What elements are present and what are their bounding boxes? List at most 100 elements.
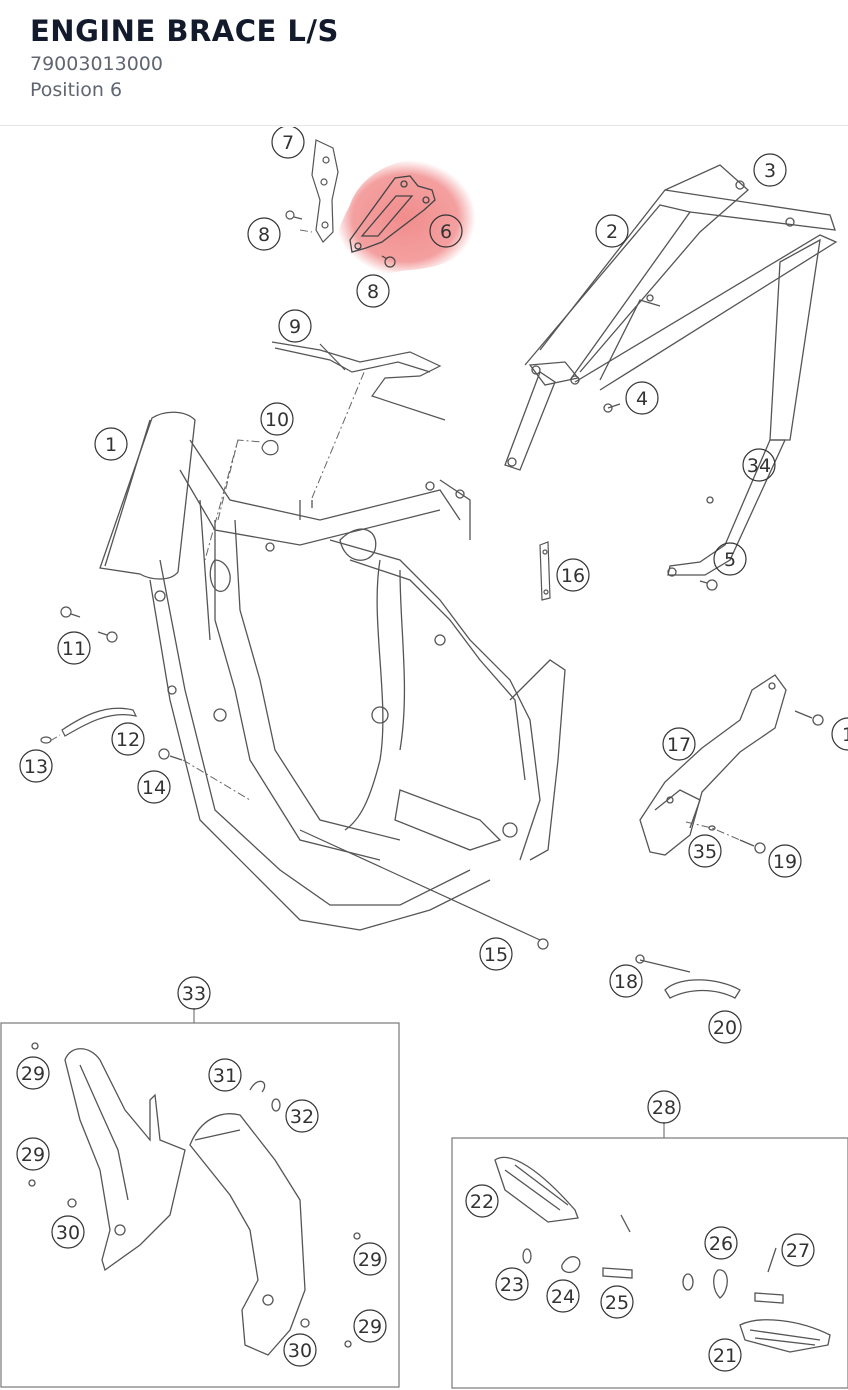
callout-28[interactable]: 28 [647,1090,681,1124]
exploded-parts-diagram: 1 2 3 4 5 6 7 8 8 9 10 11 12 13 14 15 16… [0,127,848,1389]
kit-box-28 [451,1137,848,1389]
callout-30[interactable]: 30 [283,1333,317,1367]
callout-29[interactable]: 29 [353,1242,387,1276]
part-7-bracket[interactable] [311,139,339,243]
position-label: Position 6 [30,79,123,101]
svg-text:32: 32 [290,1106,314,1128]
part-15-bolt[interactable] [299,829,549,950]
callout-11[interactable]: 11 [57,631,91,665]
svg-text:10: 10 [265,409,289,431]
svg-text:8: 8 [258,224,270,246]
callout-3[interactable]: 3 [753,153,787,187]
part-34-support[interactable] [667,439,787,591]
part-11-bolts[interactable] [60,606,118,643]
callout-22[interactable]: 22 [465,1184,499,1218]
callout-34[interactable]: 34 [742,448,776,482]
header: ENGINE BRACE L/S 79003013000 Position 6 [0,0,848,126]
svg-text:7: 7 [282,132,294,154]
svg-text:24: 24 [551,1286,575,1308]
callout-18[interactable]: 18 [831,717,848,751]
svg-text:35: 35 [693,841,717,863]
svg-text:4: 4 [636,388,648,410]
callout-31[interactable]: 31 [208,1058,242,1092]
callout-29[interactable]: 29 [16,1137,50,1171]
svg-text:3: 3 [764,160,776,182]
svg-text:33: 33 [182,983,206,1005]
callout-12[interactable]: 12 [111,722,145,756]
callout-15[interactable]: 15 [479,937,513,971]
callout-14[interactable]: 14 [137,770,171,804]
callout-29[interactable]: 29 [353,1309,387,1343]
svg-text:6: 6 [440,221,452,243]
callout-35[interactable]: 35 [688,834,722,868]
callout-21[interactable]: 21 [708,1338,742,1372]
callout-18[interactable]: 18 [609,964,643,998]
callout-25[interactable]: 25 [600,1285,634,1319]
part-20-slider[interactable] [635,954,741,999]
svg-text:28: 28 [652,1097,676,1119]
callout-23[interactable]: 23 [495,1267,529,1301]
svg-text:20: 20 [713,1017,737,1039]
callout-33[interactable]: 33 [177,976,211,1010]
callout-29[interactable]: 29 [16,1056,50,1090]
callout-10[interactable]: 10 [260,402,294,436]
svg-text:14: 14 [142,777,166,799]
part-12-hose[interactable] [61,707,138,737]
callout-19[interactable]: 19 [768,844,802,878]
bolt[interactable] [381,255,396,268]
part-6-engine-brace[interactable] [349,175,436,253]
callout-16[interactable]: 16 [556,558,590,592]
svg-text:30: 30 [288,1340,312,1362]
svg-text:18: 18 [614,971,638,993]
svg-text:8: 8 [367,281,379,303]
callout-8[interactable]: 8 [247,217,281,251]
svg-text:29: 29 [21,1063,45,1085]
callout-32[interactable]: 32 [285,1099,319,1133]
callout-7[interactable]: 7 [271,127,305,159]
part-33-frame-protectors[interactable] [28,1042,361,1356]
svg-text:29: 29 [358,1316,382,1338]
part-1-main-frame[interactable] [99,411,566,931]
svg-text:25: 25 [605,1292,629,1314]
bolt[interactable] [285,210,303,220]
svg-text:29: 29 [358,1249,382,1271]
callout-6[interactable]: 6 [429,214,463,248]
part-10-clip[interactable] [261,439,279,456]
callout-8[interactable]: 8 [356,274,390,308]
callout-1[interactable]: 1 [94,427,128,461]
part-16-bracket[interactable] [539,541,551,601]
page-title: ENGINE BRACE L/S [30,14,339,48]
callout-27[interactable]: 27 [781,1233,815,1267]
svg-text:23: 23 [500,1274,524,1296]
svg-text:18: 18 [842,724,848,746]
kit-box-33 [0,1022,400,1388]
svg-text:17: 17 [667,734,691,756]
callout-2[interactable]: 2 [595,214,629,248]
svg-text:13: 13 [24,756,48,778]
part-9-skid-plate[interactable] [271,341,446,421]
svg-text:12: 12 [116,729,140,751]
part-17-chain-guide[interactable] [639,674,824,856]
callout-26[interactable]: 26 [704,1226,738,1260]
callout-20[interactable]: 20 [708,1010,742,1044]
svg-text:15: 15 [484,944,508,966]
callout-4[interactable]: 4 [625,381,659,415]
svg-text:2: 2 [606,221,618,243]
svg-text:9: 9 [289,316,301,338]
svg-text:16: 16 [561,565,585,587]
part-13-clamp[interactable] [40,736,52,744]
callout-17[interactable]: 17 [662,727,696,761]
callout-5[interactable]: 5 [713,542,747,576]
part-14-nut[interactable] [158,748,183,761]
svg-text:31: 31 [213,1065,237,1087]
svg-text:22: 22 [470,1191,494,1213]
callout-30[interactable]: 30 [51,1215,85,1249]
callout-13[interactable]: 13 [19,749,53,783]
callout-9[interactable]: 9 [278,309,312,343]
part-28-footrests[interactable] [494,1156,831,1353]
callout-24[interactable]: 24 [546,1279,580,1313]
part-2-subframe[interactable] [504,164,838,471]
svg-text:26: 26 [709,1233,733,1255]
svg-text:1: 1 [105,434,117,456]
svg-text:21: 21 [713,1345,737,1367]
